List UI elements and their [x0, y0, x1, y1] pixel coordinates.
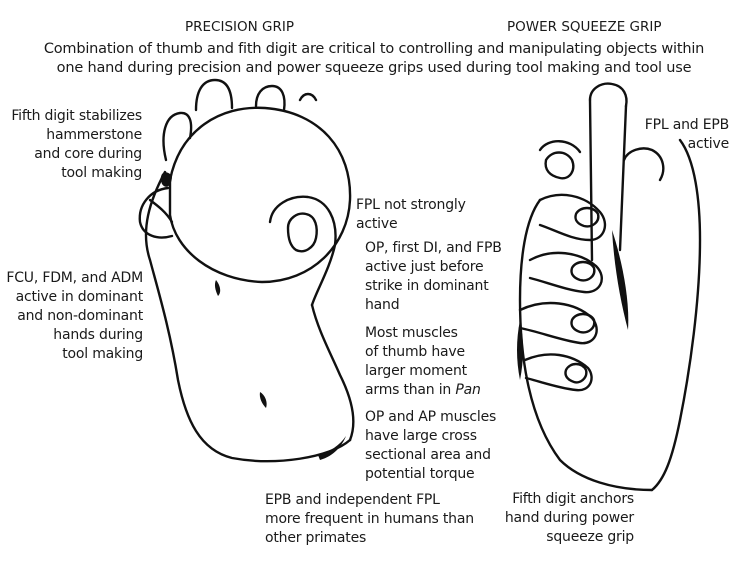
label-fcu-fdm-adm: FCU, FDM, and ADM active in dominant and…	[2, 269, 143, 364]
precision-grip-heading: PRECISION GRIP	[185, 18, 294, 37]
label-most-muscles: Most muscles of thumb have larger moment…	[365, 324, 481, 400]
label-op-ap: OP and AP muscles have large cross secti…	[365, 408, 496, 484]
label-fpl-not-strongly: FPL not strongly active	[356, 196, 466, 234]
label-epb-independent-fpl: EPB and independent FPL more frequent in…	[265, 491, 474, 548]
label-fpl-epb-active: FPL and EPB active	[620, 116, 729, 154]
precision-grip-hand-icon	[140, 80, 353, 461]
figure-subtitle: Combination of thumb and fith digit are …	[0, 40, 748, 78]
label-fifth-digit-stabilizes: Fifth digit stabilizes hammerstone and c…	[6, 107, 142, 183]
label-op-first-di-fpb: OP, first DI, and FPB active just before…	[365, 239, 502, 315]
pan-italic: Pan	[455, 382, 480, 398]
power-grip-heading: POWER SQUEEZE GRIP	[507, 18, 662, 37]
label-fifth-digit-anchors: Fifth digit anchors hand during power sq…	[496, 490, 634, 547]
